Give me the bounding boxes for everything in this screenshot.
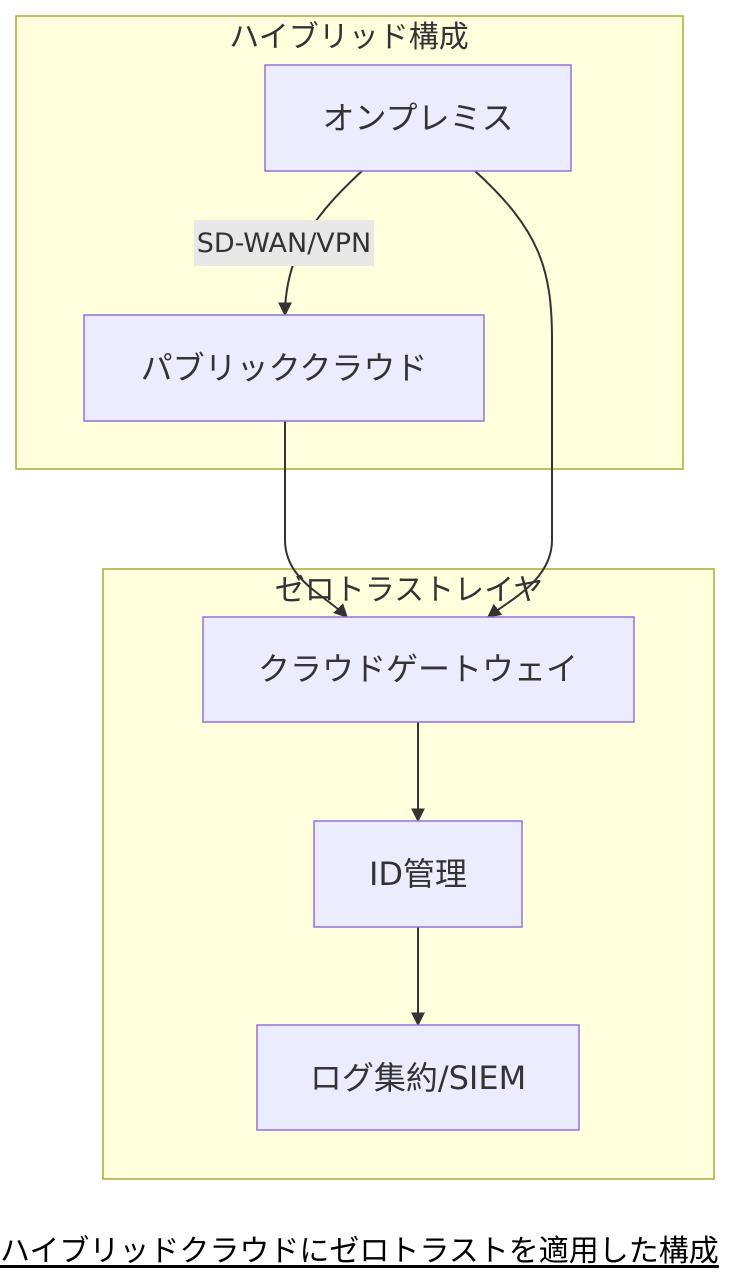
edge-label-text: SD-WAN/VPN	[197, 228, 372, 259]
node-cloud-gateway-box	[202, 616, 635, 723]
node-cloud-gateway-label: クラウドゲートウェイ	[258, 650, 578, 688]
node-public-cloud-box	[83, 314, 485, 422]
node-public-cloud: パブリッククラウド	[83, 314, 485, 422]
node-log-siem-box	[256, 1024, 580, 1131]
edge-public-cloud-to-cloud-gateway	[284, 421, 348, 618]
node-onprem-label: オンプレミス	[322, 99, 513, 137]
edge-label-sdwan: SD-WAN/VPN	[194, 220, 374, 266]
edge-label-background	[194, 220, 374, 266]
cluster-zerotrust-title: ゼロトラストレイヤ	[275, 573, 544, 608]
node-log-siem-label: ログ集約/SIEM	[310, 1059, 526, 1097]
node-cloud-gateway: クラウドゲートウェイ	[202, 616, 635, 723]
cluster-hybrid-title: ハイブリッド構成	[229, 20, 468, 55]
diagram-caption: ハイブリッドクラウドにゼロトラストを適用した構成	[0, 1234, 719, 1269]
node-log-siem: ログ集約/SIEM	[256, 1024, 580, 1131]
node-onprem: オンプレミス	[264, 64, 572, 172]
node-id-mgmt-label: ID管理	[369, 855, 467, 893]
node-onprem-box	[264, 64, 572, 172]
flowchart-diagram: ハイブリッド構成 ゼロトラストレイヤ SD-WAN/VPN オンプレミス パブリ…	[15, 15, 715, 1180]
edge-onprem-to-cloud-gateway	[474, 170, 553, 618]
node-public-cloud-label: パブリッククラウド	[141, 349, 428, 387]
node-id-mgmt: ID管理	[313, 820, 523, 928]
node-id-mgmt-box	[313, 820, 523, 928]
